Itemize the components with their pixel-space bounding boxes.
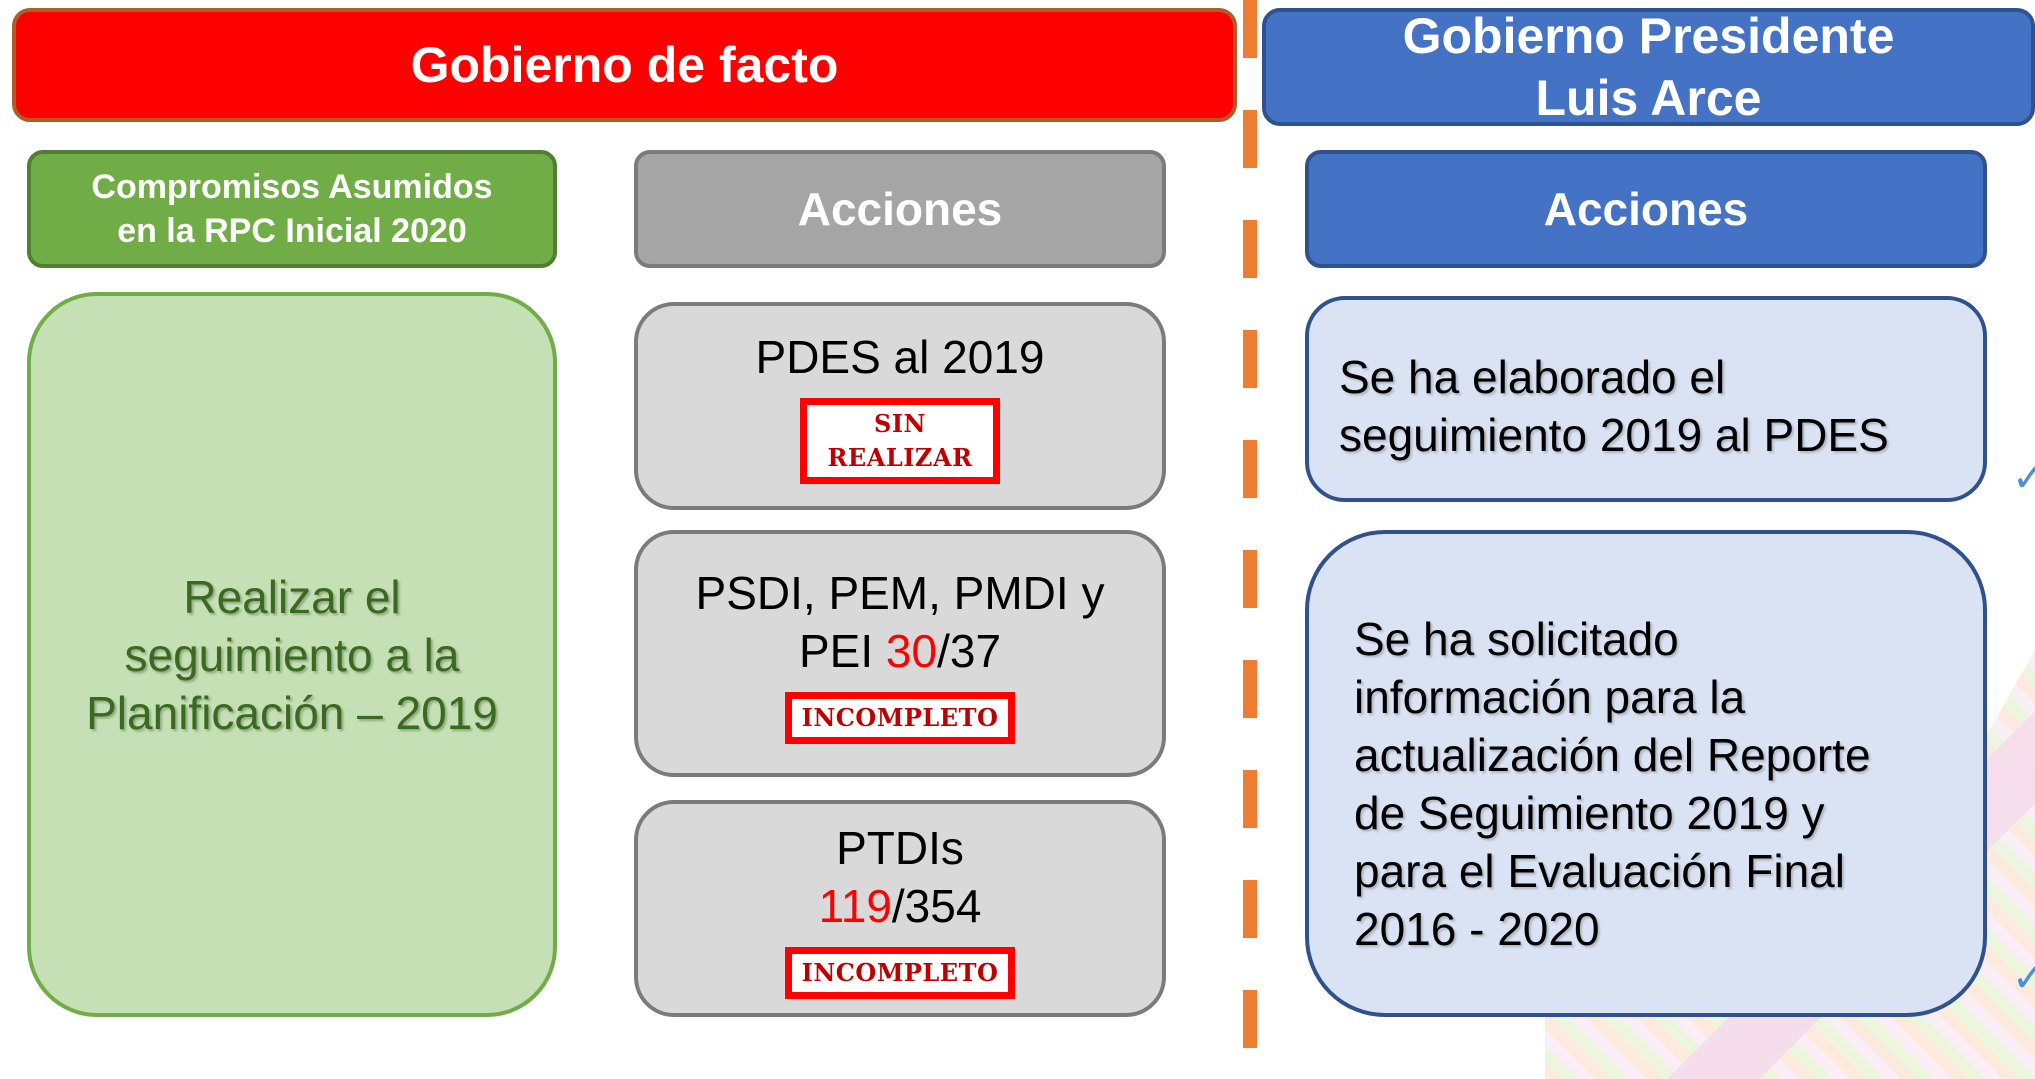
status-stamp: INCOMPLETO bbox=[785, 691, 1015, 744]
arce-action-2-line-6: 2016 - 2020 bbox=[1354, 903, 1600, 955]
commitment-line-2: seguimiento a la bbox=[124, 628, 460, 681]
stamp-line-2: REALIZAR bbox=[827, 443, 973, 472]
actions-header-facto: Acciones bbox=[634, 150, 1166, 268]
checkmark-icon: ✓ bbox=[2012, 456, 2035, 500]
commitments-header-line-2: en la RPC Inicial 2020 bbox=[117, 212, 467, 250]
checkmark-icon: ✓ bbox=[2012, 956, 2035, 1000]
facto-action-ptdi: PTDIs 119/354 INCOMPLETO bbox=[634, 800, 1166, 1017]
commitment-line-3: Planificación – 2019 bbox=[86, 686, 498, 739]
header-gobierno-arce: Gobierno Presidente Luis Arce bbox=[1262, 8, 2035, 126]
facto-action-ptdi-count: 119/354 bbox=[819, 877, 982, 935]
facto-action-psdi: PSDI, PEM, PMDI y PEI 30/37 INCOMPLETO bbox=[634, 530, 1166, 777]
arce-action-1-line-2: seguimiento 2019 al PDES bbox=[1339, 409, 1889, 461]
header-gobierno-de-facto: Gobierno de facto bbox=[12, 8, 1237, 122]
actions-header-left-label: Acciones bbox=[797, 183, 1003, 235]
ptdi-done-count: 119 bbox=[818, 879, 892, 932]
header-left-label: Gobierno de facto bbox=[410, 37, 839, 93]
arce-action-solicitud: Se ha solicitado información para la act… bbox=[1305, 530, 1987, 1017]
stamp-line-1: SIN bbox=[874, 409, 926, 438]
commitments-header: Compromisos Asumidos en la RPC Inicial 2… bbox=[27, 150, 557, 268]
actions-header-arce: Acciones bbox=[1305, 150, 1987, 268]
header-right-line-2: Luis Arce bbox=[1535, 70, 1762, 126]
actions-header-right-label: Acciones bbox=[1543, 183, 1749, 235]
arce-action-2-line-1: Se ha solicitado bbox=[1354, 613, 1679, 665]
commitment-card: Realizar el seguimiento a la Planificaci… bbox=[27, 292, 557, 1017]
arce-action-1-line-1: Se ha elaborado el bbox=[1339, 351, 1726, 403]
pei-total-count: /37 bbox=[937, 624, 1002, 677]
stamp-line-1: INCOMPLETO bbox=[801, 957, 999, 987]
arce-action-seguimiento: Se ha elaborado el seguimiento 2019 al P… bbox=[1305, 296, 1987, 502]
pei-done-count: 30 bbox=[885, 624, 938, 677]
status-stamp: INCOMPLETO bbox=[785, 946, 1015, 999]
pei-prefix: PEI bbox=[798, 624, 886, 677]
header-right-line-1: Gobierno Presidente bbox=[1402, 8, 1895, 64]
timeline-divider bbox=[1243, 0, 1257, 1079]
facto-action-pdes-label: PDES al 2019 bbox=[755, 331, 1045, 383]
commitments-header-line-1: Compromisos Asumidos bbox=[91, 168, 493, 206]
facto-action-pdes: PDES al 2019 SIN REALIZAR bbox=[634, 302, 1166, 510]
commitment-line-1: Realizar el bbox=[183, 570, 401, 623]
arce-action-2-line-4: de Seguimiento 2019 y bbox=[1354, 787, 1825, 839]
facto-action-psdi-count: PEI 30/37 bbox=[799, 622, 1001, 680]
facto-action-psdi-label: PSDI, PEM, PMDI y bbox=[695, 566, 1105, 619]
stamp-line-1: INCOMPLETO bbox=[801, 702, 999, 732]
status-stamp: SIN REALIZAR bbox=[800, 398, 1000, 484]
ptdi-total-count: /354 bbox=[891, 879, 982, 932]
arce-action-2-line-5: para el Evaluación Final bbox=[1354, 845, 1845, 897]
arce-action-2-line-2: información para la bbox=[1354, 671, 1746, 723]
facto-action-ptdi-label: PTDIs bbox=[836, 821, 964, 874]
arce-action-2-line-3: actualización del Reporte bbox=[1354, 729, 1871, 781]
